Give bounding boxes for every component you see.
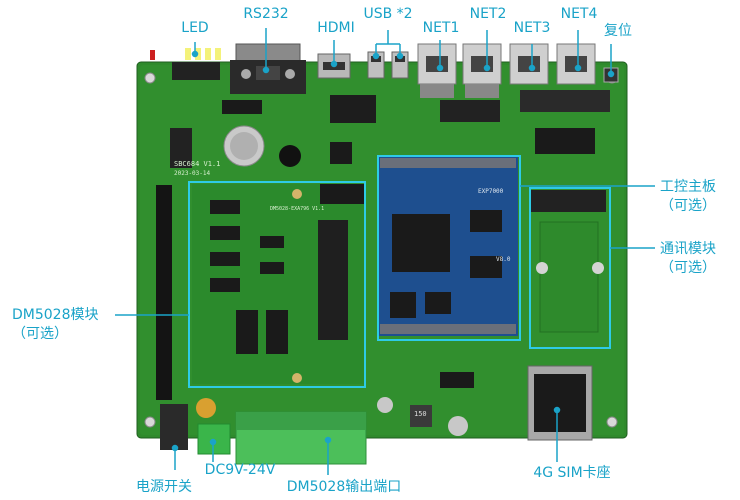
label-comm-module: 通讯模块 （可选） [660, 240, 716, 278]
comm-module-photo [530, 190, 606, 333]
label-net1: NET1 [422, 20, 460, 36]
usb-connectors [367, 51, 409, 79]
label-reset: 复位 [604, 23, 632, 39]
label-dm5028-module-optional: （可选） [12, 326, 68, 342]
label-hdmi: HDMI [317, 20, 355, 36]
label-net4: NET4 [560, 6, 598, 22]
core-name-silkscreen: EXP7000 [478, 188, 504, 195]
label-led: LED [181, 20, 209, 36]
label-dm5028-module: DM5028模块 （可选） [12, 306, 99, 344]
inductor-silkscreen: 150 [414, 410, 427, 418]
label-core-board: 工控主板 （可选） [660, 178, 716, 216]
core-ver-silkscreen: V8.0 [496, 256, 511, 263]
label-net2: NET2 [469, 6, 507, 22]
rs232-connector [230, 43, 306, 94]
module-name-silkscreen: DM5028-EXA796 V1.1 [270, 206, 325, 212]
power-switch-photo [160, 404, 188, 450]
label-usb: USB *2 [363, 6, 413, 22]
core-board-photo [378, 156, 518, 336]
label-power-switch: 电源开关 [136, 479, 192, 495]
sim-slot-photo [527, 365, 593, 441]
label-comm-module-title: 通讯模块 [660, 241, 716, 257]
label-rs232: RS232 [243, 6, 289, 22]
inductor [410, 405, 432, 427]
label-dm5028-module-title: DM5028模块 [12, 307, 99, 323]
core-board-highlight [377, 155, 521, 341]
label-dm5028-output: DM5028输出端口 [286, 479, 402, 495]
label-core-board-title: 工控主板 [660, 179, 716, 195]
label-net3: NET3 [513, 20, 551, 36]
comm-module-highlight [529, 187, 611, 349]
dm5028-module-highlight [188, 181, 366, 388]
dm5028-module-photo [192, 184, 364, 384]
label-dc-input: DC9V-24V [204, 462, 276, 478]
label-core-board-optional: （可选） [660, 198, 716, 214]
board-date-silkscreen: 2023-03-14 [174, 170, 211, 177]
label-comm-module-optional: （可选） [660, 260, 716, 276]
pin-header [156, 185, 172, 400]
output-terminal-photo [235, 411, 367, 465]
label-sim-slot: 4G SIM卡座 [533, 465, 611, 481]
board-name-silkscreen: SBC684 V1.1 [174, 160, 221, 168]
